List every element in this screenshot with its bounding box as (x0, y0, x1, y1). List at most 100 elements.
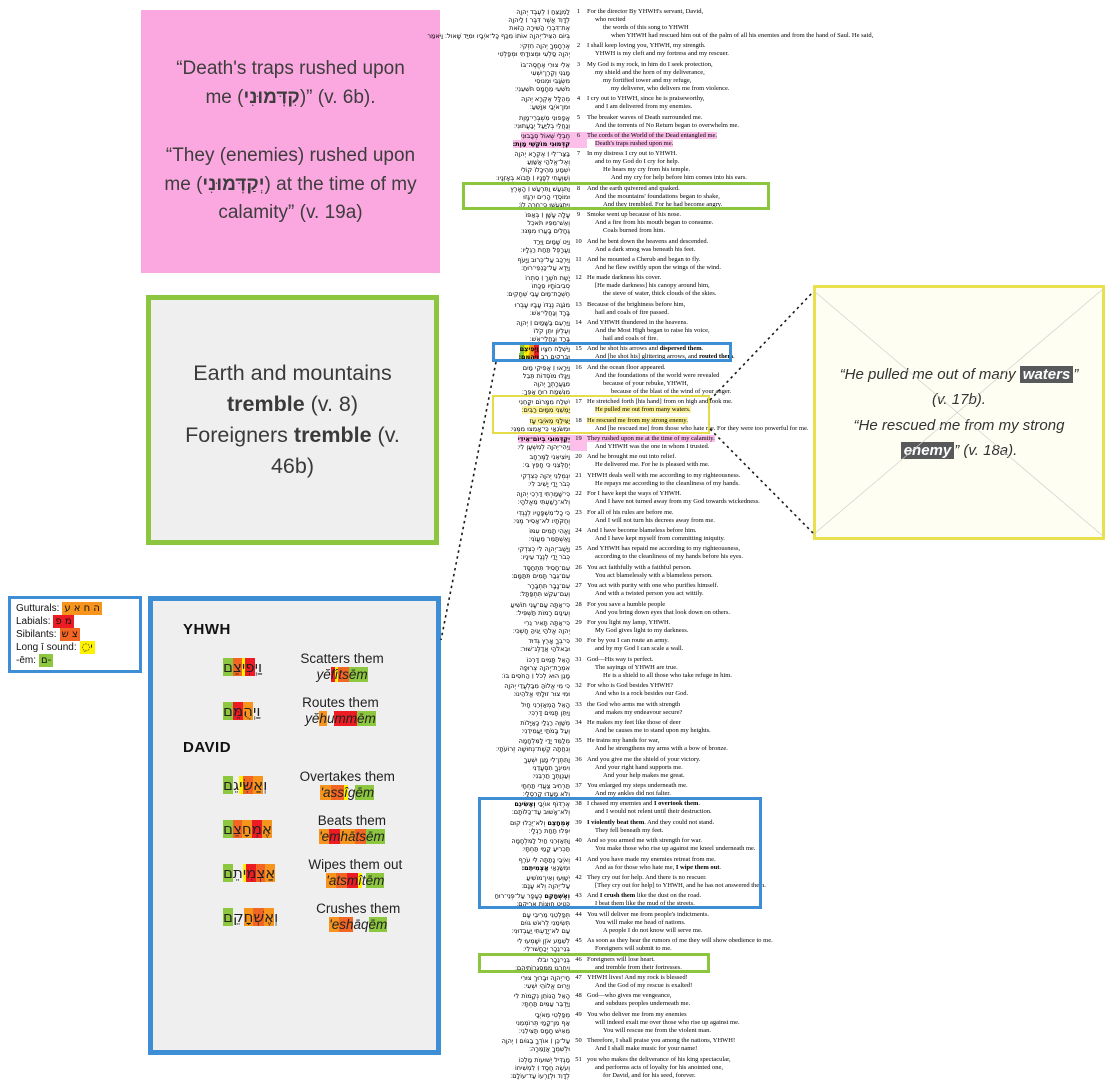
word-transliteration: 'assîgēm (320, 785, 375, 800)
word-transliteration: yĕfîtsēm (316, 667, 368, 682)
verse-number: 26 (575, 563, 582, 571)
english-column: I chased my enemies and I overtook them.… (587, 800, 712, 816)
english-column: I shall keep loving you, YHWH, my streng… (587, 42, 729, 58)
annotation-text: Earth and mountains tremble (v. 8)Foreig… (177, 358, 408, 483)
legend-color-chip: צ ש (59, 628, 80, 641)
word-transliteration: yĕhummēm (305, 711, 376, 726)
psalm-verse-42: יְשַׁוְּעוּ וְאֵין־מוֹשִׁיעַעַל־יְהוָה ו… (470, 874, 870, 890)
verse-number: 11 (575, 255, 582, 263)
verse-number: 2 (576, 42, 581, 50)
english-column: YHWH deals well with me according to my … (587, 471, 741, 487)
hebrew-word: אֶמְחָצֵם (223, 819, 272, 838)
hebrew-column: הָאֵל תָּמִים דַּרְכּוֹאִמְרַת־יְהוָה צְ… (501, 655, 570, 680)
annotation-paragraph: “They (enemies) rushed upon me (יְקַדְּמ… (164, 145, 417, 224)
english-column: YHWH lives! And my rock is blessed!And t… (587, 973, 693, 989)
hebrew-column: עָלָה עָשָׁן ׀ בְּאַפּוֹוְאֵשׁ־מִפִּיו ת… (521, 211, 570, 236)
verse-number: 9 (576, 211, 581, 219)
english-column: And I have become blameless before him.A… (587, 526, 725, 542)
verse-number: 46 (575, 955, 582, 963)
english-column: For all of his rules are before me.And I… (587, 508, 715, 524)
verse-number: 17 (575, 398, 582, 406)
verse-number: 3 (576, 60, 581, 68)
verse-number: 16 (575, 363, 582, 371)
verse-number: 20 (575, 453, 582, 461)
hebrew-word: אַצְמִיתֵם (223, 863, 276, 882)
english-column: He stretched forth [his hand] from on hi… (587, 398, 733, 414)
english-column: You enlarged my steps underneath me.And … (587, 782, 688, 798)
verse-number: 5 (576, 113, 581, 121)
annotation-paragraph: “Death's traps rushed upon me (קִדְּמוּנ… (176, 58, 405, 108)
group-heading-yhwh: YHWH (183, 621, 231, 638)
hebrew-column: אֵלִי צוּרִי אֶחֱסֶה־בּוֹמָגִנִּי וְקֶרֶ… (514, 60, 570, 93)
english-column: I violently beat them. And they could no… (587, 818, 715, 834)
hebrew-column: כִּי־אַתָּה עַם־עָנִי תוֹשִׁיעַוְעֵינַיִ… (510, 600, 570, 617)
verse-number: 4 (576, 95, 581, 103)
english-column: In my distress I cry out to YHWH.and to … (587, 150, 747, 182)
english-column: Smoke went up because of his nose.And a … (587, 211, 714, 235)
legend-color-chip: מ פ (53, 615, 74, 628)
verse-number: 36 (575, 755, 582, 763)
english-column: They cry out for help. And there is no r… (587, 874, 766, 890)
english-column: Therefore, I shall praise you among the … (587, 1037, 736, 1053)
verse-number: 38 (575, 800, 582, 808)
verse-number: 40 (575, 837, 582, 845)
verse-number: 33 (575, 700, 582, 708)
verse-number: 1 (576, 8, 581, 15)
verse-number: 18 (575, 416, 582, 424)
english-column: And the ocean floor appeared.And the fou… (587, 363, 732, 395)
english-column: And YHWH has repaid me according to my r… (587, 545, 744, 561)
legend-color-chip: ה ח א ע (62, 602, 102, 615)
verse-number: 44 (575, 910, 582, 918)
annotation-tremble: Earth and mountains tremble (v. 8)Foreig… (146, 295, 439, 545)
legend-label: -ēm: (16, 655, 36, 666)
verse-number: 6 (570, 131, 587, 148)
psalm-verse-28: כִּי־אַתָּה עַם־עָנִי תוֹשִׁיעַוְעֵינַיִ… (470, 601, 870, 617)
english-column: you who makes the deliverance of his kin… (587, 1055, 731, 1079)
english-column: You act with purity with one who purifie… (587, 582, 719, 598)
verse-number: 30 (575, 637, 582, 645)
english-column: And you have made my enemies retreat fro… (587, 855, 722, 871)
annotation-death-traps: “Death's traps rushed upon me (קִדְּמוּנ… (141, 10, 440, 273)
hebrew-column: וְאֶשְׁחָקֵם כְּעָפָר עַל־פְּנֵי־רוּחַכְ… (494, 892, 570, 909)
verse-number: 45 (575, 937, 582, 945)
english-column: For by you I can route an army.and by my… (587, 637, 684, 653)
english-column: I cry out to YHWH, since he is praisewor… (587, 95, 705, 111)
